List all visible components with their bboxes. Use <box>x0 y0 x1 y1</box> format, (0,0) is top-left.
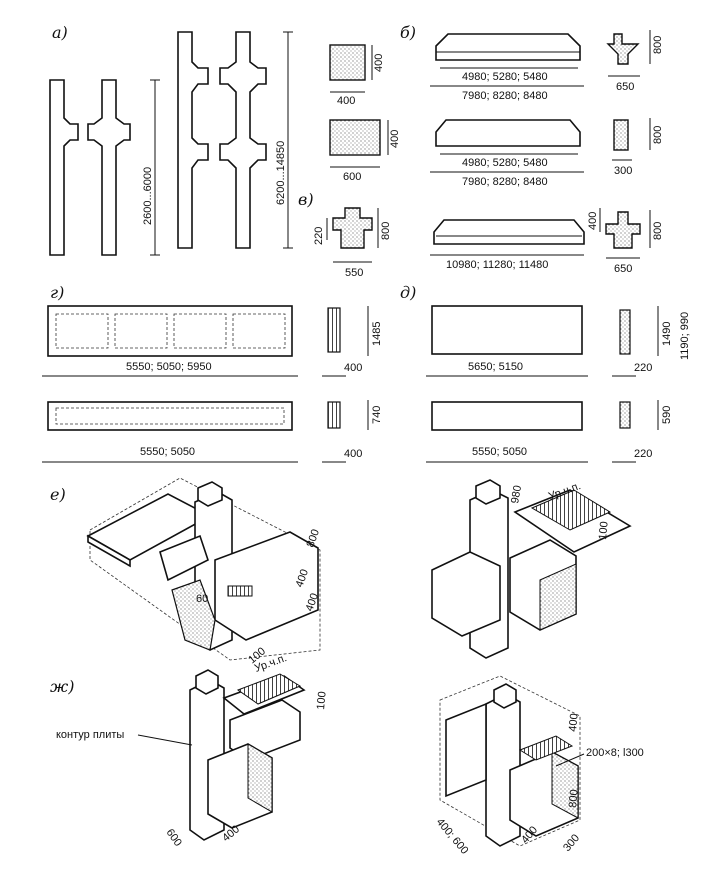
dim-sec1-w: 650 <box>616 81 634 93</box>
girder-3 <box>433 219 585 245</box>
dim-b2-bot: 7980; 8280; 8480 <box>462 176 548 188</box>
group-b-girders: б) 4980; 5280; 5480 7980; 8280; 8480 498… <box>400 23 664 275</box>
column-sections: 400 400 600 400 <box>329 44 401 183</box>
girder-2 <box>435 119 581 147</box>
dim-g1-w: 400 <box>344 362 362 374</box>
dim-a-tall: 6200...14850 <box>275 141 287 205</box>
dim-d1-h: 1490 <box>661 322 673 346</box>
dim-sec3-w: 650 <box>614 263 632 275</box>
zh-contour-label: контур плиты <box>56 729 124 741</box>
panel-d1 <box>431 305 583 355</box>
zh-r-d2: 800 <box>567 789 581 808</box>
dim-b1-top: 4980; 5280; 5480 <box>462 71 548 83</box>
column-tall-single <box>177 31 209 249</box>
section-400x400 <box>329 44 366 81</box>
dim-d1-len: 5650; 5150 <box>468 361 523 373</box>
dim-b2-top: 4980; 5280; 5480 <box>462 157 548 169</box>
dim-sec2-w: 300 <box>614 165 632 177</box>
e-right-girder-left <box>431 551 501 637</box>
dim-e-l4: 60 <box>196 593 208 605</box>
section-g2 <box>327 401 341 429</box>
girder-section-2 <box>613 119 629 151</box>
column-tall-double <box>219 31 267 249</box>
dim-e-r2: 100 <box>597 521 611 540</box>
zh-r-d5: 300 <box>561 832 582 854</box>
dim-e-l1: 800 <box>305 528 323 549</box>
dim-sec1-h: 800 <box>652 36 664 54</box>
zh-r-d3: 400; 600 <box>434 816 471 857</box>
panel-d2 <box>431 401 583 431</box>
girder-section-cross <box>332 207 373 249</box>
dim-sec3-top: 400 <box>587 212 599 230</box>
section-g1 <box>327 307 341 353</box>
panel-g2 <box>47 401 293 431</box>
dim-b3-bot: 10980; 11280; 11480 <box>446 259 548 271</box>
label-a: а) <box>52 23 68 42</box>
dim-v-h2: 800 <box>380 222 392 240</box>
zh-d100: 100 <box>315 691 329 710</box>
zh-l-d1: 600 <box>164 827 184 849</box>
zh-right-girder <box>445 702 487 798</box>
section-600x400 <box>329 119 381 156</box>
e-left-wall <box>159 534 209 582</box>
group-e-left-node: е) 800 400 400 60 100 <box>50 477 323 666</box>
dim-g1-h: 1485 <box>371 322 383 346</box>
dim-g2-len: 5550; 5050 <box>140 446 195 458</box>
dim-g2-w: 400 <box>344 448 362 460</box>
group-g-panels: г) 5550; 5050; 5950 1485 400 5550; 5050 … <box>42 283 383 463</box>
dim-d1-w: 220 <box>634 362 652 374</box>
girder-section-1 <box>606 33 640 65</box>
dim-g2-h: 740 <box>371 406 383 424</box>
dim-e-l3: 400 <box>304 592 322 613</box>
group-v-section: в) 220 800 550 <box>298 190 392 279</box>
dim-v-w: 550 <box>345 267 363 279</box>
label-g: г) <box>50 283 64 302</box>
panel-g1 <box>47 305 293 357</box>
label-v: в) <box>298 190 314 209</box>
dim-sq1-w: 400 <box>337 95 355 107</box>
section-d2 <box>619 401 631 429</box>
dim-sq2-w: 600 <box>343 171 361 183</box>
dim-e-r1: 980 <box>509 484 524 504</box>
section-d1 <box>619 309 631 355</box>
label-zh: ж) <box>50 677 74 696</box>
dim-sec3-h: 800 <box>652 222 664 240</box>
label-e: е) <box>50 485 66 504</box>
label-b: б) <box>400 23 416 42</box>
dim-sq1-h: 400 <box>373 54 385 72</box>
group-d-panels: д) 5650; 5150 1490 1190; 990 220 5550; 5… <box>400 283 691 463</box>
dim-sq2-h: 400 <box>389 130 401 148</box>
group-e-right-node: 980 Ур.ч.п. 100 <box>431 479 632 659</box>
dim-sec2-h: 800 <box>652 126 664 144</box>
group-zh-right-node: 400 800 200×8; l300 400; 600 400 300 <box>434 675 644 857</box>
zh-r-weld: 200×8; l300 <box>586 747 644 759</box>
dim-d2-len: 5550; 5050 <box>472 446 527 458</box>
group-zh-left-node: ж) контур плиты Ур.ч.п. 100 600 400 <box>50 652 329 849</box>
zh-r-d1: 400 <box>567 713 581 732</box>
column-single-console <box>49 79 79 256</box>
dim-d2-w: 220 <box>634 448 652 460</box>
girder-1 <box>435 33 581 61</box>
column-double-console <box>87 79 131 256</box>
dim-d1-h2: 1190; 990 <box>679 312 691 360</box>
dim-b1-bot: 7980; 8280; 8480 <box>462 90 548 102</box>
dim-a-short: 2600...6000 <box>142 167 154 225</box>
group-a-columns: а) 2600...6000 6200...14850 <box>49 23 293 256</box>
dim-e-l2: 400 <box>294 568 312 589</box>
dim-d2-h: 590 <box>661 406 673 424</box>
dim-g1-len: 5550; 5050; 5950 <box>126 361 212 373</box>
label-d: д) <box>400 283 416 302</box>
girder-section-3 <box>605 211 641 249</box>
dim-v-h1: 220 <box>313 227 325 245</box>
